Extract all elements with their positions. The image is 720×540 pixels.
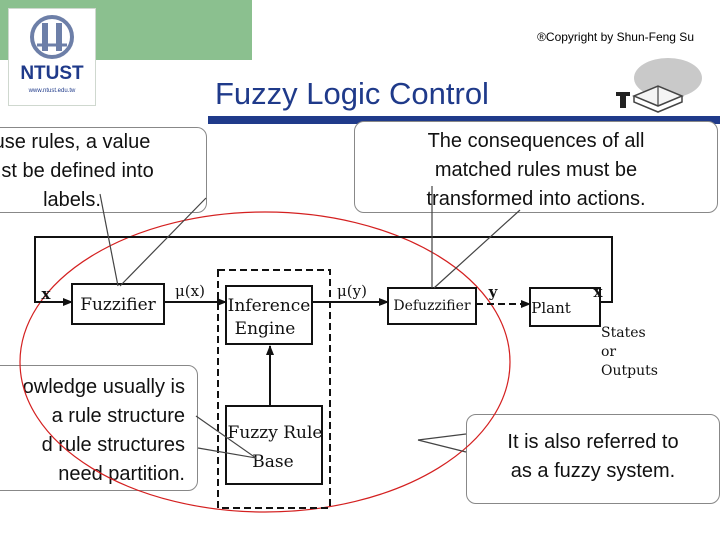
callout-knowledge: owledge usually is a rule structure d ru… <box>0 365 198 491</box>
logo-url: www.ntust.edu.tw <box>28 88 76 94</box>
logo-emblem-icon: NTUST www.ntust.edu.tw <box>20 15 84 94</box>
fuzzifier-box <box>71 283 165 325</box>
inference-engine-label-2: Engine <box>235 319 296 339</box>
pointer-knowledge-rulebase-2 <box>197 447 257 459</box>
plant-label: Plant <box>531 299 571 317</box>
callout-rules-line-1: use rules, a value <box>0 131 151 153</box>
book-icon <box>616 58 702 113</box>
mu-y-label: μ(y) <box>337 282 367 300</box>
callout-fuzzy-system: It is also referred to as a fuzzy system… <box>466 414 720 504</box>
fuzzy-rule-base-label-2: Base <box>252 452 293 472</box>
callout-rules-line-2: ust be defined into <box>0 160 154 182</box>
pointer-rules-fuzzifier <box>99 193 119 287</box>
pointer-rules-fuzzifier-2 <box>119 197 207 287</box>
outputs-label: Outputs <box>601 363 658 379</box>
inference-boundary <box>217 269 331 509</box>
x-output-label: x <box>594 283 604 301</box>
plant-box <box>529 287 601 327</box>
feedback-line <box>34 236 613 306</box>
callout-fuzzy-line-1: It is also referred to <box>507 431 679 453</box>
y-output-label: y <box>488 283 499 301</box>
callout-knowledge-line-1: owledge usually is <box>22 376 185 398</box>
callout-consequences-line-1: The consequences of all <box>427 130 645 152</box>
pointer-consequences-defuzzifier-2 <box>433 209 521 289</box>
mu-x-label: μ(x) <box>175 282 205 300</box>
logo-text: NTUST <box>20 63 84 84</box>
defuzzifier-label: Defuzzifier <box>393 298 471 314</box>
pointer-fuzzy-system <box>417 433 467 441</box>
callout-consequences-line-2: matched rules must be <box>434 159 638 181</box>
callout-rules-line-3: labels. <box>43 189 101 211</box>
fuzzy-system-ellipse <box>19 211 511 513</box>
title-underline <box>208 116 720 124</box>
page-title: Fuzzy Logic Control <box>215 76 489 111</box>
or-label: or <box>601 344 616 360</box>
defuzzifier-box <box>387 287 477 325</box>
callout-fuzzy-line-2: as a fuzzy system. <box>510 460 676 482</box>
inference-engine-box <box>225 285 313 345</box>
callout-knowledge-line-3: d rule structures <box>41 434 185 456</box>
callout-consequences-line-3: transformed into actions. <box>426 188 646 210</box>
fuzzy-rule-base-box <box>225 405 323 485</box>
pointer-knowledge-rulebase <box>195 415 257 459</box>
fuzzy-rule-base-label-1: Fuzzy Rule <box>228 423 323 443</box>
callout-knowledge-line-2: a rule structure <box>51 405 185 427</box>
inference-engine-label-1: Inference <box>228 296 311 316</box>
x-input-label: x <box>42 285 52 303</box>
fuzzifier-label: Fuzzifier <box>80 295 156 315</box>
callout-knowledge-line-4: need partition. <box>58 463 185 485</box>
copyright-text: ®Copyright by Shun-Feng Su <box>537 30 694 44</box>
states-label: States <box>601 325 646 341</box>
ntust-logo: NTUST www.ntust.edu.tw <box>8 8 96 106</box>
pointer-fuzzy-system-2 <box>417 439 467 453</box>
callout-consequences: The consequences of all matched rules mu… <box>354 121 718 213</box>
callout-rules-labels: use rules, a value ust be defined into l… <box>0 127 207 213</box>
